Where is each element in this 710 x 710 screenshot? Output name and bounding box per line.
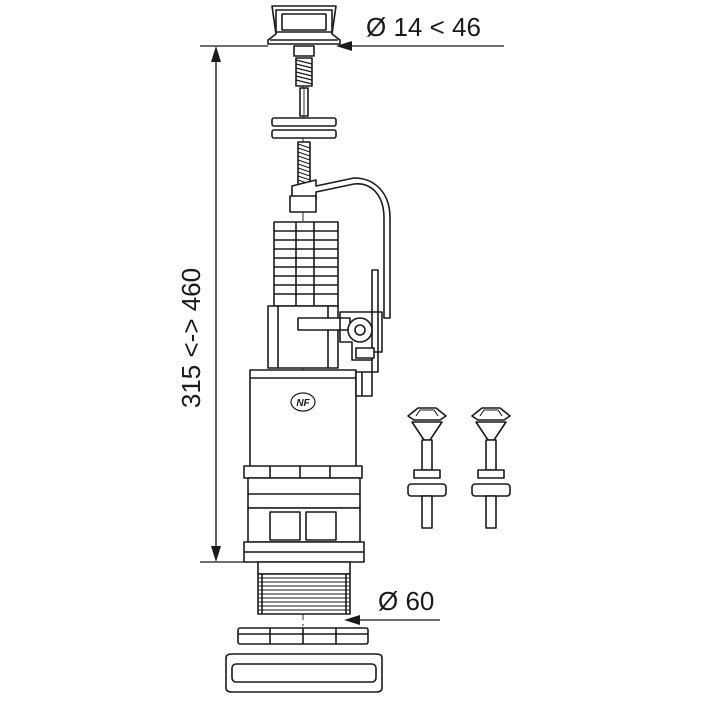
height-dimension-label: 315 <-> 460 bbox=[176, 268, 206, 408]
lock-nut bbox=[237, 627, 369, 645]
base-diameter-dimension: Ø 60 bbox=[344, 586, 440, 625]
threaded-base bbox=[257, 561, 351, 615]
spring-rod bbox=[297, 141, 311, 189]
washer-pair bbox=[271, 117, 337, 139]
height-dimension: 315 <-> 460 bbox=[176, 45, 268, 563]
top-diameter-label: Ø 14 < 46 bbox=[366, 12, 481, 42]
base-seal bbox=[225, 653, 383, 693]
fixing-screw-left bbox=[407, 407, 447, 529]
base-diameter-label: Ø 60 bbox=[378, 586, 434, 616]
threaded-rod-upper bbox=[293, 45, 315, 117]
top-diameter-dimension: Ø 14 < 46 bbox=[336, 12, 504, 51]
ribbed-float bbox=[273, 221, 339, 307]
lever-arm bbox=[289, 177, 391, 373]
main-tube bbox=[243, 369, 373, 479]
valve-housing bbox=[243, 477, 365, 563]
valve-cage bbox=[267, 305, 383, 369]
fixing-screw-right bbox=[471, 407, 511, 529]
nf-mark-icon: NF bbox=[290, 392, 316, 412]
push-button bbox=[267, 5, 341, 45]
nf-mark-label: NF bbox=[296, 398, 310, 409]
